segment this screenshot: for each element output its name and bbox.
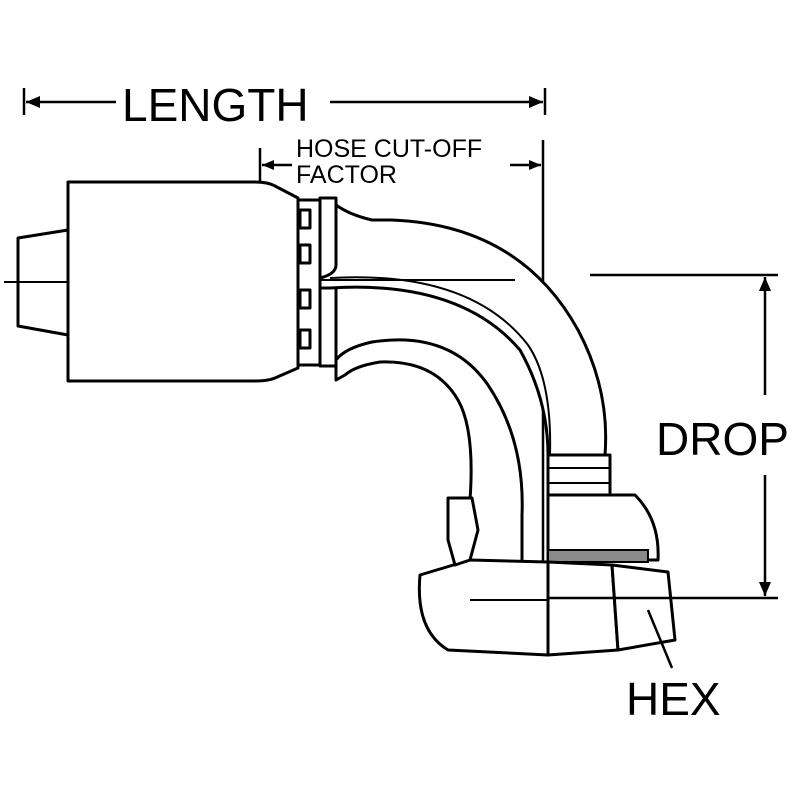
drop-label: DROP <box>656 413 789 465</box>
length-dimension: LENGTH <box>22 79 547 131</box>
hex-right-face <box>610 563 677 652</box>
socket <box>66 180 300 383</box>
crimp-notch-4 <box>298 328 312 350</box>
hex-top-flat <box>446 496 480 567</box>
hex-leader-line <box>646 609 674 669</box>
nut-collar <box>546 453 612 497</box>
length-right-arrow <box>529 96 543 108</box>
hose-cutoff-dimension: HOSE CUT-OFF FACTOR <box>258 135 541 189</box>
hose-cutoff-label-line2: FACTOR <box>296 161 397 189</box>
nut-body <box>546 493 660 562</box>
crimp-notch-1 <box>298 208 312 230</box>
drop-top-arrow <box>759 277 771 291</box>
hose <box>4 228 70 337</box>
nut-band <box>547 549 649 563</box>
length-left-arrow <box>26 96 40 108</box>
hex-label: HEX <box>626 673 721 725</box>
crimp-notch-2 <box>298 243 312 265</box>
cutoff-left-arrow <box>262 160 274 170</box>
drop-bottom-arrow <box>759 582 771 596</box>
crimp-notch-3 <box>298 288 312 310</box>
swivel-nut <box>417 453 677 657</box>
hex-center-face <box>546 560 620 657</box>
length-label: LENGTH <box>122 79 309 131</box>
drop-dimension: DROP <box>548 273 789 600</box>
hose-cutoff-label-line1: HOSE CUT-OFF <box>296 135 482 163</box>
hex-callout: HEX <box>626 609 721 725</box>
hex-left-face <box>417 558 550 657</box>
elbow-outer <box>318 203 608 457</box>
cutoff-right-arrow <box>529 160 541 170</box>
